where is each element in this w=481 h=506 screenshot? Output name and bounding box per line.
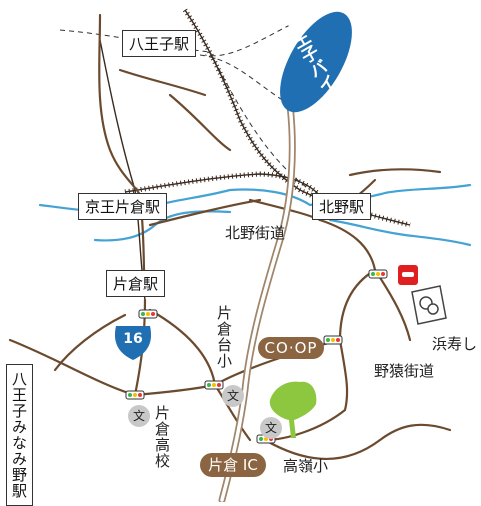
- station-keio-katakura[interactable]: 京王片倉駅: [78, 193, 168, 220]
- boundary-line-3: [204, 24, 291, 57]
- road-14: [168, 93, 232, 152]
- station-katakura[interactable]: 片倉駅: [106, 270, 166, 297]
- road-12: [263, 338, 349, 442]
- school-icon: 文: [260, 417, 282, 439]
- traffic-signal-icon: [204, 380, 224, 390]
- traffic-signal-icon: [368, 269, 388, 279]
- bypass-label-shape: [280, 11, 352, 113]
- road-label-noen-kaido: 野猿街道: [374, 362, 435, 380]
- school-icon: 文: [128, 405, 150, 427]
- road-11: [338, 268, 377, 342]
- river-east: [328, 218, 472, 247]
- label-katakura-high: 片倉高校: [153, 405, 171, 469]
- label-katakuradai-elementary: 片倉台小: [215, 305, 233, 369]
- station-hachioji-minami-no[interactable]: 八王子みなみ野駅: [6, 364, 33, 506]
- road-4: [8, 338, 217, 397]
- label-takamine-elementary: 高嶺小: [283, 457, 329, 475]
- katakura-ic-pill[interactable]: 片倉 IC: [200, 453, 266, 477]
- bypass-road-inner: [220, 103, 295, 502]
- traffic-signal-icon: [323, 335, 343, 345]
- rail-keio-ties: [182, 8, 411, 228]
- route-shield-icon: [114, 326, 152, 360]
- traffic-signal-icon: [138, 309, 158, 319]
- restaurant-icon: [398, 265, 418, 285]
- school-icon: 文: [222, 385, 244, 407]
- road-16: [348, 168, 442, 177]
- label-hamazushi: 浜寿し: [432, 335, 478, 353]
- road-9: [148, 198, 262, 227]
- route-number: 16: [123, 331, 143, 347]
- sushi-shop-icon: [411, 285, 447, 325]
- road-13: [263, 423, 452, 460]
- ginkgo-leaf-icon: [269, 381, 317, 438]
- road-1: [98, 13, 142, 197]
- station-kitano[interactable]: 北野駅: [312, 193, 372, 220]
- road-15: [118, 68, 207, 97]
- coop-pill[interactable]: CO·OP: [258, 337, 324, 359]
- station-hachioji[interactable]: 八王子駅: [122, 30, 197, 57]
- traffic-signal-icon: [125, 390, 145, 400]
- rail-yokohama-line: [99, 39, 146, 301]
- road-5: [53, 313, 127, 372]
- rail-jr-ties: [124, 171, 322, 198]
- road-label-kitano-kaido: 北野街道: [225, 224, 286, 242]
